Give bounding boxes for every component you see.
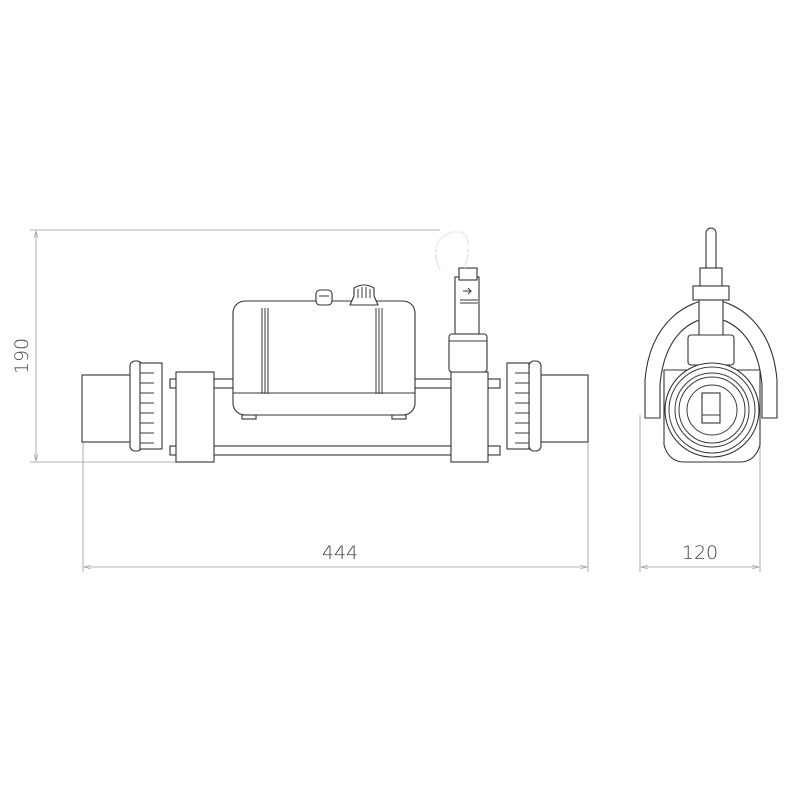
left-clamp: [175, 371, 215, 463]
length-dimension: 444: [82, 442, 589, 572]
heating-element: [701, 392, 721, 424]
heater-front-view: [81, 231, 589, 463]
pipe-bore: [686, 384, 738, 436]
right-pipe: [539, 374, 589, 443]
control-box: [232, 300, 416, 420]
bracket-arch: [644, 299, 778, 419]
reset-button: [315, 289, 333, 306]
width-label: 120: [682, 542, 718, 564]
lower-tube: [169, 445, 501, 456]
height-label: 190: [11, 338, 33, 374]
right-union-nut: [506, 360, 542, 452]
thermostat-knob: [349, 284, 379, 306]
length-label: 444: [322, 542, 358, 564]
height-dimension: 190: [11, 229, 440, 463]
left-union-nut: [129, 360, 163, 452]
right-clamp: [450, 371, 489, 463]
left-pipe: [81, 374, 133, 443]
heater-side-view: [644, 227, 778, 463]
flow-sensor: [435, 231, 488, 373]
